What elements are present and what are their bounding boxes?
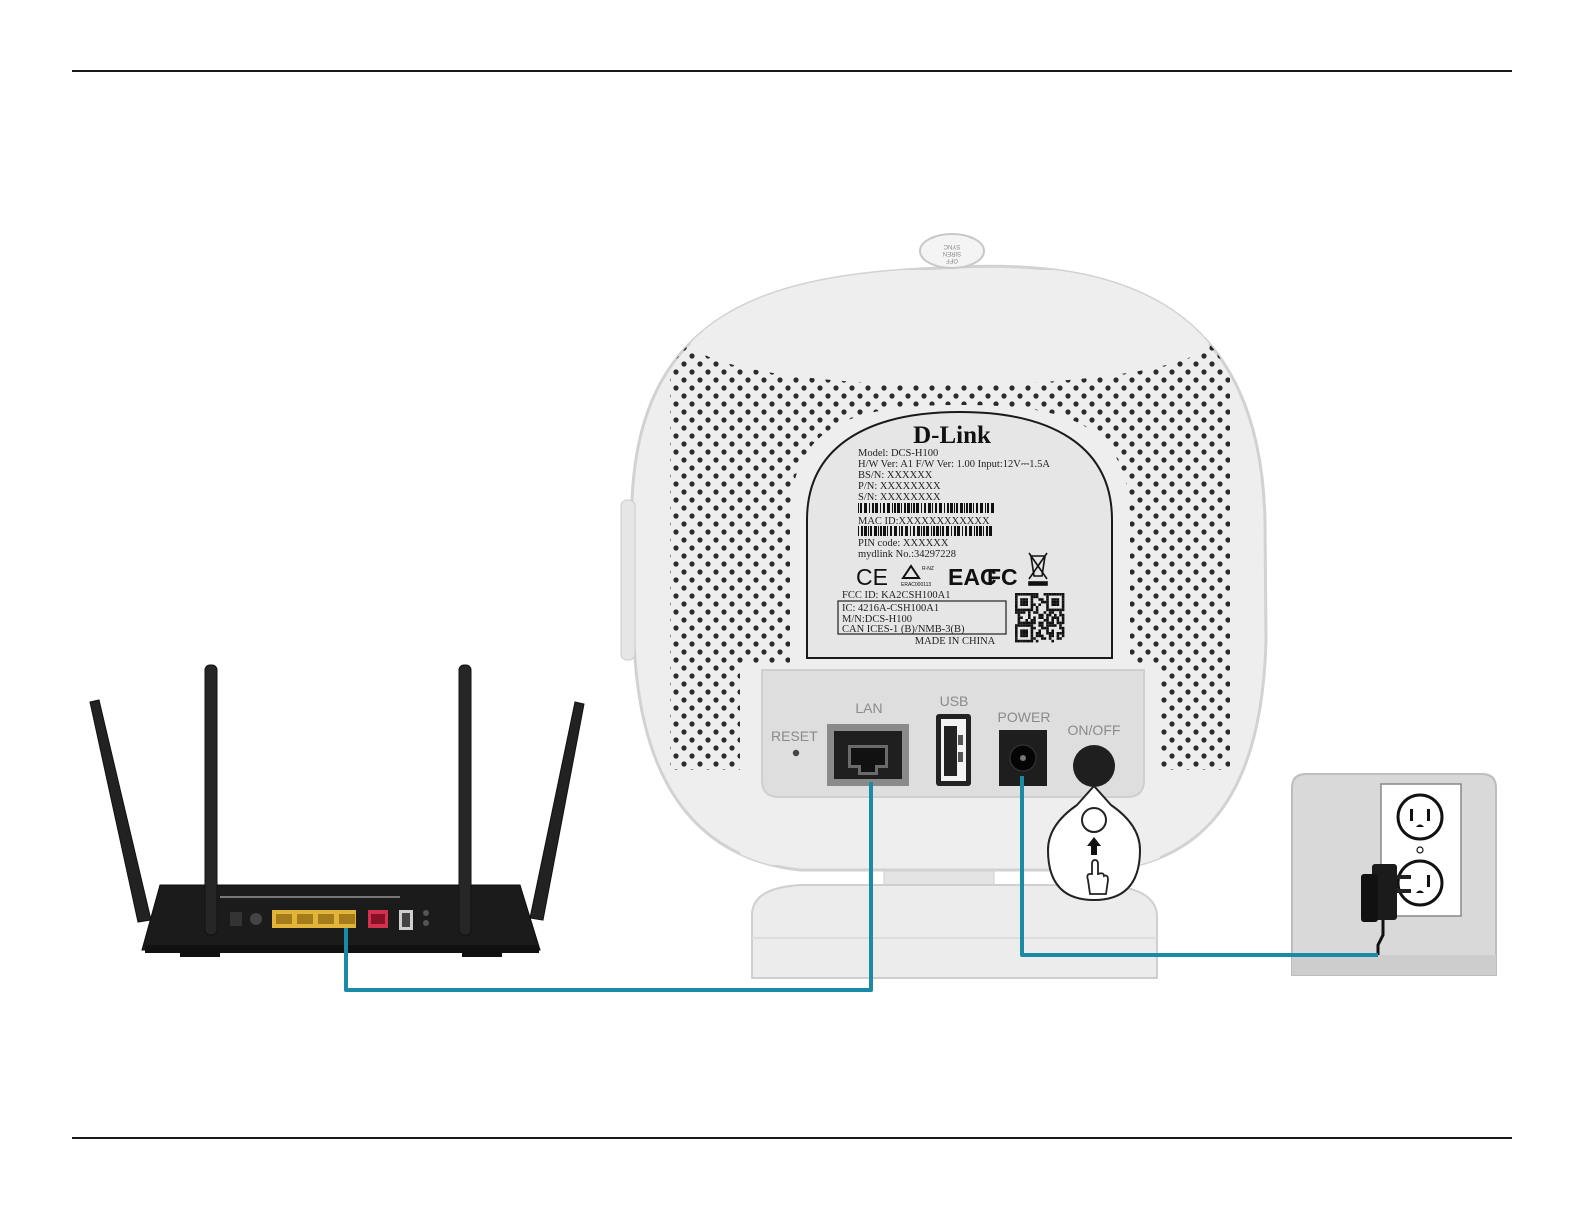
- pointing-hand-icon: [1086, 859, 1109, 895]
- outlet-socket-top[interactable]: [1396, 793, 1444, 841]
- outlet-screw: [1416, 846, 1424, 854]
- label-version: H/W Ver: A1 F/W Ver: 1.00 Input:12V⎓1.5A: [858, 459, 1050, 470]
- label-ices: CAN ICES-1 (B)/NMB-3(B): [842, 624, 965, 635]
- barcodes: [858, 503, 994, 536]
- top-rule: [72, 70, 1512, 72]
- usb-label: USB: [940, 693, 969, 709]
- fcc-mark: FC: [987, 564, 1018, 590]
- weee-bin-icon: [1028, 552, 1048, 586]
- rcm-mark: R-NZ ERAC000113: [901, 564, 934, 588]
- wall-outlet: [1291, 773, 1497, 976]
- label-model: Model: DCS-H100: [858, 448, 938, 459]
- label-pin: PIN code: XXXXXX: [858, 538, 949, 549]
- sync-text: SYNC: [943, 243, 960, 249]
- label-pn: P/N: XXXXXXXX: [858, 481, 941, 492]
- ce-mark: CE: [856, 564, 888, 590]
- label-fcc-id: FCC ID: KA2CSH100A1: [842, 590, 951, 601]
- label-made-in: MADE IN CHINA: [915, 636, 996, 647]
- reset-pinhole[interactable]: [792, 749, 800, 757]
- reset-label: RESET: [771, 728, 818, 744]
- onoff-button[interactable]: [1073, 745, 1115, 787]
- brand-logo: D-Link: [913, 422, 991, 449]
- siren-text: SIREN: [943, 250, 961, 256]
- router-wps-button[interactable]: [423, 910, 429, 916]
- label-mydlink: mydlink No.:34297228: [858, 549, 956, 560]
- label-ic: IC: 4216A-CSH100A1: [842, 603, 939, 614]
- label-bsn: BS/N: XXXXXX: [858, 470, 933, 481]
- router-lan-ports[interactable]: [272, 910, 356, 928]
- router: [89, 664, 585, 957]
- label-mn: M/N:DCS-H100: [842, 614, 912, 625]
- press-button-callout: [1046, 784, 1142, 902]
- arrow-up-icon: [1087, 837, 1101, 855]
- label-sn: S/N: XXXXXXXX: [858, 492, 941, 503]
- rcm-code-text: ERAC000113: [901, 582, 931, 588]
- rcm-small-text: R-NZ: [922, 566, 934, 572]
- router-reset-button[interactable]: [423, 920, 429, 926]
- power-cable: [1020, 776, 1378, 957]
- cables: [344, 776, 1378, 992]
- usb-port[interactable]: [936, 714, 971, 786]
- port-panel: RESET LAN USB POWER: [761, 669, 1145, 798]
- antenna-right-outer: [529, 701, 585, 921]
- router-dc-jack[interactable]: [230, 912, 242, 926]
- power-label: POWER: [998, 709, 1051, 725]
- sync-button[interactable]: SYNC SIREN OFF: [919, 233, 985, 269]
- power-jack[interactable]: [999, 730, 1047, 786]
- side-button: [620, 499, 636, 661]
- outlet-socket-bottom[interactable]: [1396, 859, 1444, 907]
- label-mac: MAC ID:XXXXXXXXXXXX: [858, 516, 990, 527]
- power-adapter-plug: [1361, 864, 1411, 955]
- router-wan-port[interactable]: [368, 910, 388, 928]
- router-power-button[interactable]: [250, 913, 262, 925]
- eac-mark: EAC: [948, 564, 997, 590]
- product-label: D-Link Model: DCS-H100 H/W Ver: A1 F/W V…: [806, 410, 1113, 659]
- ethernet-cable: [344, 782, 873, 992]
- bottom-rule: [72, 1137, 1512, 1139]
- off-text: OFF: [946, 257, 958, 263]
- antenna-right-inner: [458, 664, 472, 936]
- router-usb-port[interactable]: [399, 910, 413, 930]
- lan-label: LAN: [855, 700, 882, 716]
- onoff-label: ON/OFF: [1068, 722, 1121, 738]
- qr-code: [1015, 593, 1065, 643]
- smart-hub: SYNC SIREN OFF D-Link Model: DCS-H100 H/…: [620, 233, 1268, 979]
- antenna-left-outer: [89, 699, 152, 923]
- lan-port[interactable]: [827, 724, 909, 786]
- antenna-left-inner: [204, 664, 218, 936]
